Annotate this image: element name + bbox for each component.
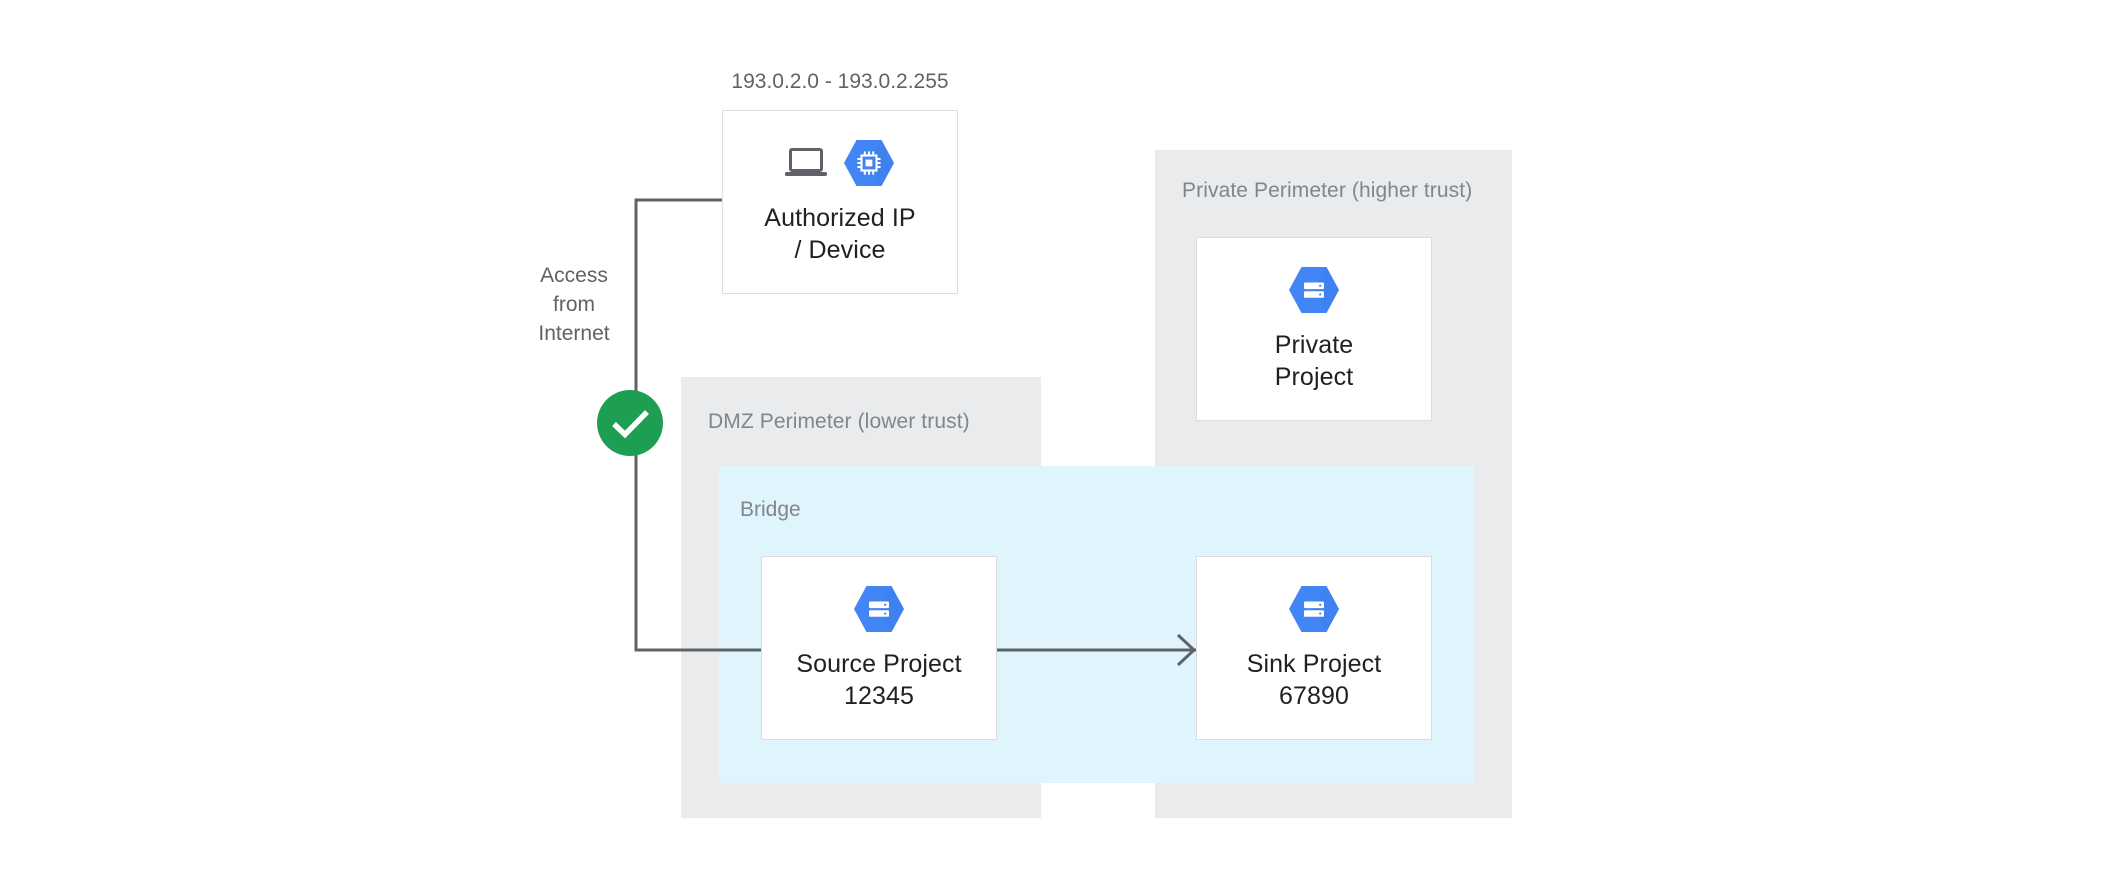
project-hexagon-icon xyxy=(1289,267,1339,313)
sink-project-icon-wrap xyxy=(1287,584,1341,634)
project-hexagon-icon xyxy=(1289,586,1339,632)
authorized-ip-range-label: 193.0.2.0 - 193.0.2.255 xyxy=(731,70,949,93)
source-project-icon-wrap xyxy=(852,584,906,634)
private-project-icon-wrap xyxy=(1287,265,1341,315)
authorized-device-icons xyxy=(784,138,896,188)
source-project-label: Source Project 12345 xyxy=(796,650,962,710)
private-perimeter-label: Private Perimeter (higher trust) xyxy=(1182,179,1473,202)
compute-chip-hexagon-icon xyxy=(844,140,894,186)
bridge-label: Bridge xyxy=(740,498,801,521)
private-project-label: Private Project xyxy=(1274,331,1354,391)
dmz-perimeter-label: DMZ Perimeter (lower trust) xyxy=(708,410,970,433)
check-circle-icon xyxy=(597,390,663,456)
source-project-card[interactable]: Source Project 12345 xyxy=(761,556,997,740)
sink-project-card[interactable]: Sink Project 67890 xyxy=(1196,556,1432,740)
laptop-icon xyxy=(785,148,827,176)
authorized-device-label: Authorized IP / Device xyxy=(764,204,916,264)
private-project-card[interactable]: Private Project xyxy=(1196,237,1432,421)
access-from-internet-label: Access from Internet xyxy=(538,264,610,345)
sink-project-label: Sink Project 67890 xyxy=(1246,650,1382,710)
authorized-device-card[interactable]: Authorized IP / Device xyxy=(722,110,958,294)
project-hexagon-icon xyxy=(854,586,904,632)
